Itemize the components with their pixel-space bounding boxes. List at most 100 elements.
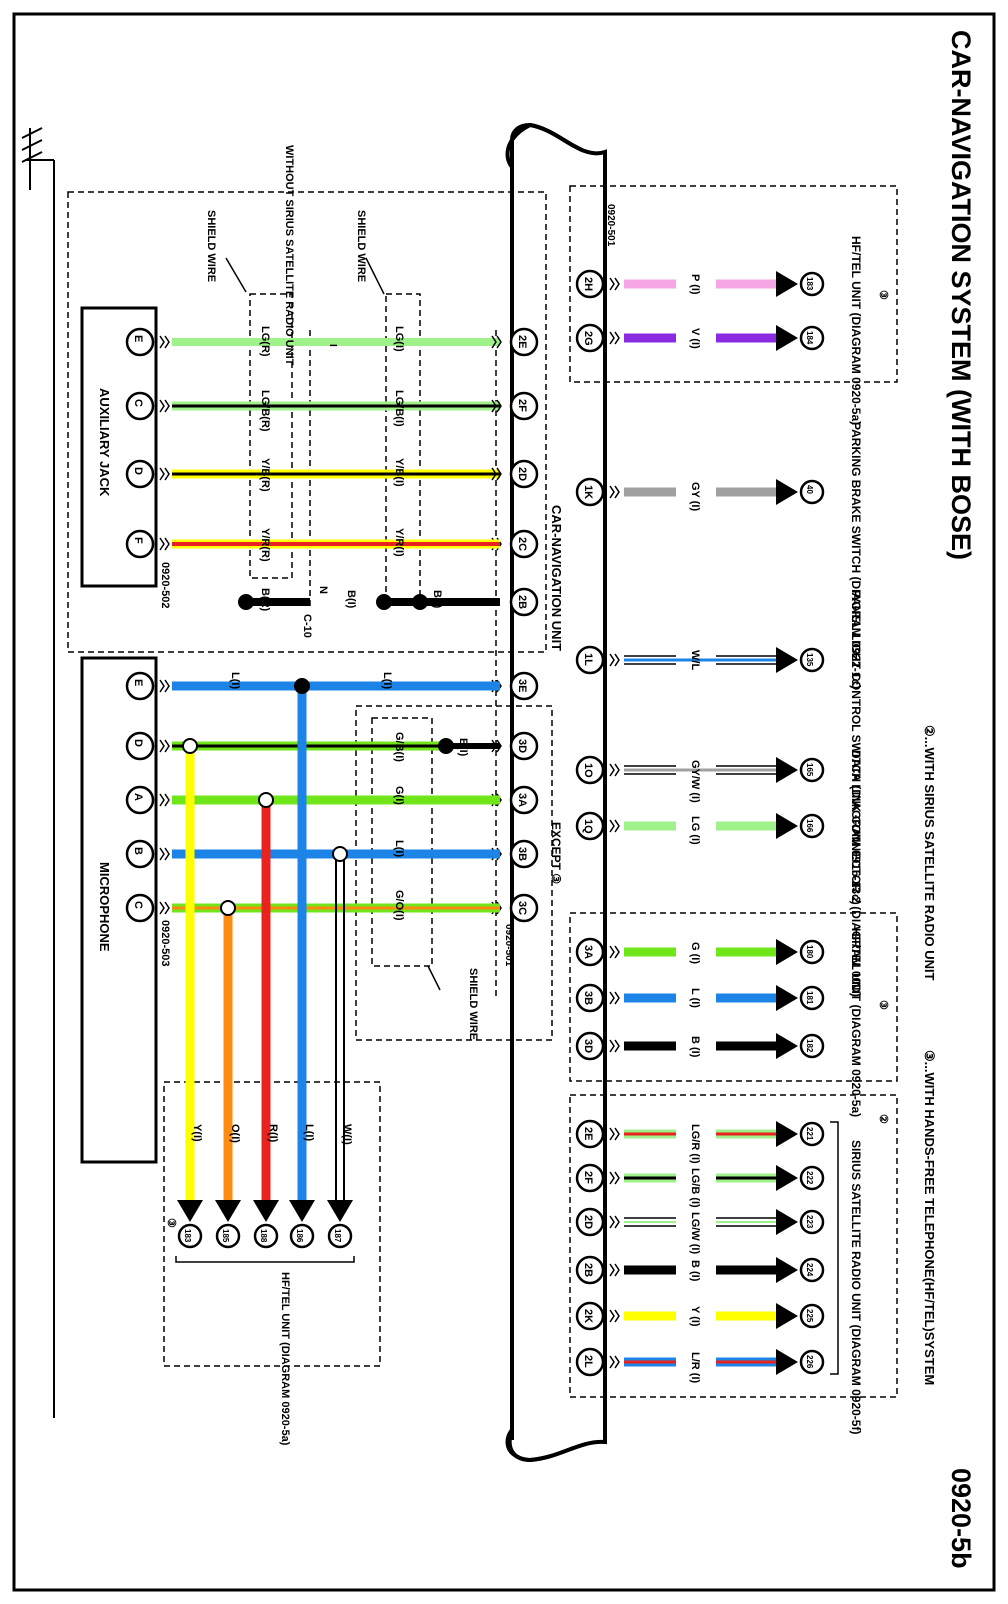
hf-top-1-num-label: 184 bbox=[805, 331, 814, 345]
mic-pin-0-label: E bbox=[132, 679, 144, 686]
mid-0-label: GY (I) bbox=[689, 482, 701, 511]
mic-pin-1-label: D bbox=[132, 739, 144, 747]
mid-1-pin bbox=[575, 645, 605, 675]
connector-chevron bbox=[159, 901, 170, 915]
nav-connector-b: 0920-501 bbox=[503, 924, 514, 967]
splice-open bbox=[220, 900, 236, 916]
connector-chevron bbox=[609, 1263, 620, 1277]
hf-num-0 bbox=[327, 1223, 353, 1249]
nav-aux-pin-0 bbox=[509, 327, 539, 357]
aux-pin-3-label: F bbox=[132, 537, 144, 544]
sirius-3-pin bbox=[575, 1255, 605, 1285]
sirius-2-num bbox=[799, 1209, 825, 1235]
sirius-0-label-bg bbox=[676, 1120, 716, 1148]
aux-ground-b-label: B(I) bbox=[345, 590, 357, 609]
sirius-0-pin-label: 2E bbox=[582, 1127, 594, 1140]
hf-num-2 bbox=[253, 1223, 279, 1249]
mic-label: MICROPHONE bbox=[97, 862, 112, 952]
aux-label-r-1: LG/B(R) bbox=[259, 390, 271, 432]
splice-dot bbox=[238, 594, 254, 610]
sirius-0-num-label: 221 bbox=[805, 1127, 814, 1141]
leader bbox=[365, 257, 385, 295]
sirius-1-label: LG/B (I) bbox=[689, 1168, 701, 1208]
mic-label-1: L(I) bbox=[381, 672, 393, 689]
aux-pin-1-label: C bbox=[132, 399, 144, 407]
nav-mic-pin-4 bbox=[509, 893, 539, 923]
aux-shield-1: SHIELD WIRE bbox=[355, 210, 367, 282]
connector-chevron bbox=[609, 1309, 620, 1323]
nav-unit-label: CAR-NAVIGATION UNIT bbox=[549, 505, 564, 651]
aux-pin-3 bbox=[125, 529, 155, 559]
splice-open bbox=[258, 792, 274, 808]
mid-0-num bbox=[799, 479, 825, 505]
mid-3-pin-label: 1Q bbox=[582, 819, 594, 834]
page-border bbox=[12, 12, 996, 1592]
aux-ground-r-label: B(R) bbox=[259, 588, 271, 612]
aux-conn-code: I bbox=[327, 344, 338, 347]
mic-label-6: B(I) bbox=[457, 738, 469, 757]
mic-hf-label-0: W(I) bbox=[341, 1124, 353, 1145]
hf-top-1-label: V (I) bbox=[689, 328, 701, 349]
connector-chevron bbox=[609, 945, 620, 959]
connector-chevron bbox=[609, 1355, 620, 1369]
nav-aux-pin-1 bbox=[509, 391, 539, 421]
mid-unit-2: DATA LINK CONNECTOR 2 (DIAGRAM 00D) bbox=[849, 750, 863, 997]
hf-top-1-num bbox=[799, 325, 825, 351]
sirius-bracket bbox=[830, 1121, 839, 1375]
mid-1-pin-label: 1L bbox=[582, 653, 594, 666]
mid-3-num bbox=[799, 813, 825, 839]
sirius-5-num-label: 226 bbox=[805, 1355, 814, 1369]
hf-bot-2-label: B (I) bbox=[689, 1036, 701, 1058]
nav-mic-pin-1 bbox=[509, 731, 539, 761]
connector-chevron bbox=[159, 335, 170, 349]
sirius-1-num-label: 222 bbox=[805, 1171, 814, 1185]
sirius-4-pin bbox=[575, 1301, 605, 1331]
sirius-5-pin bbox=[575, 1347, 605, 1377]
connector-chevron bbox=[609, 331, 620, 345]
connector-chevron bbox=[609, 763, 620, 777]
hf-top-1-pin bbox=[575, 323, 605, 353]
hf-num-3-label: 185 bbox=[221, 1229, 230, 1243]
mid-1-num-label: 135 bbox=[805, 653, 814, 667]
sirius-2-label-bg bbox=[676, 1208, 716, 1236]
mic-pin-4-label: C bbox=[132, 901, 144, 909]
hf-bot-unit: HF/TEL UNIT (DIAGRAM 0920-5a) bbox=[849, 928, 863, 1117]
nav-aux-pin-3-label: 2C bbox=[516, 537, 528, 551]
hf-num-1 bbox=[289, 1223, 315, 1249]
mic-pin-2 bbox=[125, 785, 155, 815]
hf-num-4-label: 183 bbox=[183, 1229, 192, 1243]
hf-bot-2-arrow bbox=[776, 1033, 798, 1059]
aux-label-i-0: LG(I) bbox=[393, 326, 405, 352]
hf-bot-sym: ③ bbox=[877, 1000, 889, 1010]
hf-top-sym: ③ bbox=[877, 290, 889, 300]
connector-chevron bbox=[609, 819, 620, 833]
wires bbox=[125, 257, 839, 1377]
connector-chevron bbox=[491, 399, 502, 413]
hf-top-0-label-bg bbox=[676, 270, 716, 298]
aux-label-i-3: Y/R(I) bbox=[393, 528, 405, 557]
sirius-unit: SIRIUS SATELLITE RADIO UNIT (DIAGRAM 092… bbox=[849, 1140, 863, 1434]
sirius-4-label: Y (I) bbox=[689, 1306, 701, 1327]
connector-chevron bbox=[159, 679, 170, 693]
splice-open bbox=[332, 846, 348, 862]
mid-3-label-bg bbox=[676, 812, 716, 840]
sirius-0-label: LG/R (I) bbox=[689, 1124, 701, 1164]
mic-hf-label-1: L(I) bbox=[303, 1124, 315, 1141]
sirius-3-pin-label: 2B bbox=[582, 1263, 594, 1277]
nav-mic-pin-4-label: 3C bbox=[516, 901, 528, 915]
sirius-1-num bbox=[799, 1165, 825, 1191]
mic-hf-unit: HF/TEL UNIT (DIAGRAM 0920-5a) bbox=[279, 1272, 291, 1446]
splice-dot bbox=[294, 678, 310, 694]
mid-unit-1: PANEL LIGHT CONTROL SWITCH (DIAGRAM 0916… bbox=[849, 590, 863, 905]
hf-top-0-arrow bbox=[776, 271, 798, 297]
mic-label-2: G/B(I) bbox=[393, 732, 405, 762]
sirius-5-label-bg bbox=[676, 1348, 716, 1376]
sirius-3-label-bg bbox=[676, 1256, 716, 1284]
sirius-5-label: L/R (I) bbox=[689, 1352, 701, 1383]
aux-label-i-1: LG/B(I) bbox=[393, 390, 405, 427]
hf-bot-2-pin bbox=[575, 1031, 605, 1061]
mic-connector-tag: 0920-503 bbox=[159, 920, 171, 967]
mid-2-num bbox=[799, 757, 825, 783]
connector-chevron bbox=[609, 1039, 620, 1053]
